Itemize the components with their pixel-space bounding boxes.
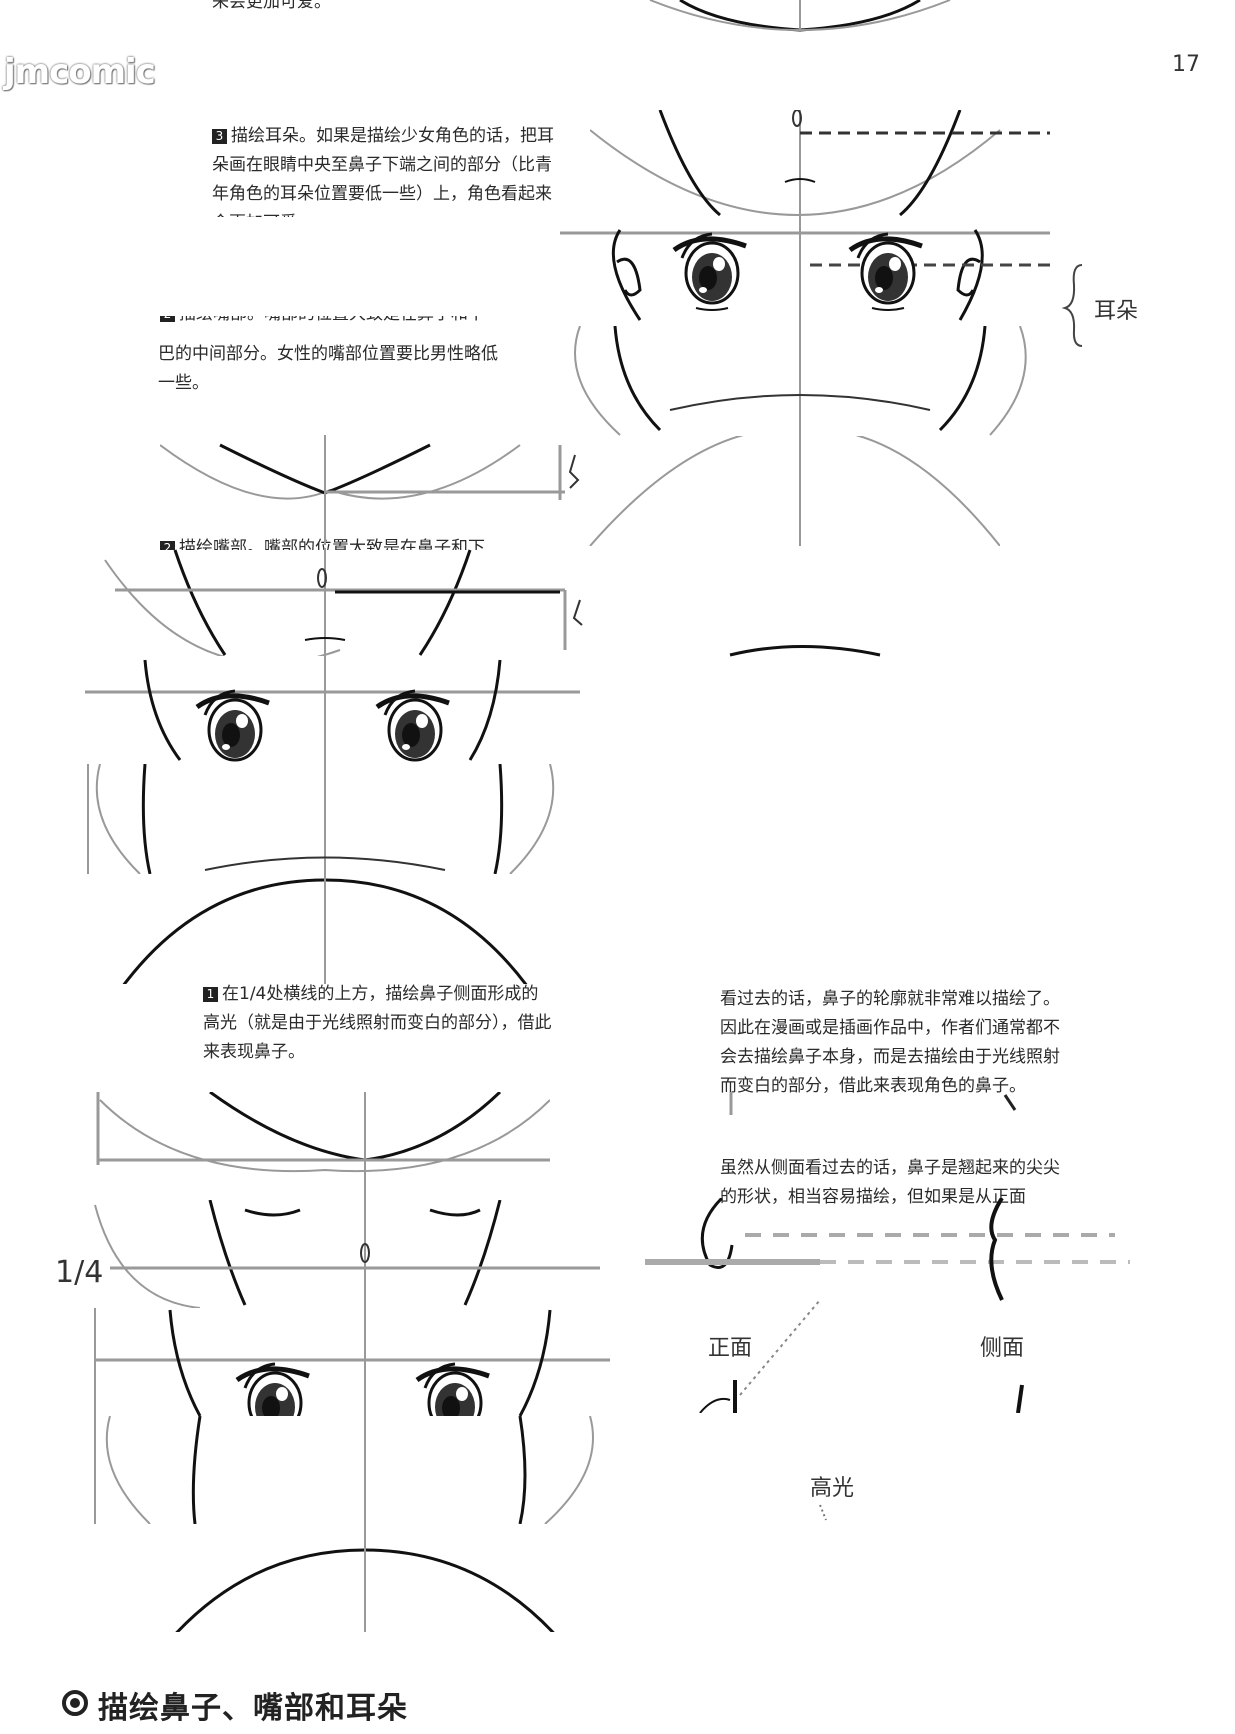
text-fragment-top: 来会更加可爱。 bbox=[212, 0, 331, 12]
bullet-circle-icon bbox=[62, 1690, 88, 1716]
face-diagram-step2 bbox=[85, 548, 583, 984]
step1-badge: 1 bbox=[203, 987, 218, 1002]
step3-badge: 3 bbox=[212, 129, 227, 144]
watermark-logo: jmcomic bbox=[4, 52, 156, 92]
quarter-label: 1/4 bbox=[55, 1255, 103, 1290]
chin-strip-top bbox=[649, 0, 951, 32]
face-diagram-step1: 1/4 bbox=[55, 1200, 610, 1632]
front-label: 正面 bbox=[708, 1336, 752, 1361]
page-number: 17 bbox=[1172, 52, 1200, 77]
mouth-sketch bbox=[729, 645, 881, 657]
side-paragraph-1: 看过去的话，鼻子的轮廓就非常难以描绘了。因此在漫画或是插画作品中，作者们通常都不… bbox=[720, 989, 1060, 1096]
ear-label: 耳朵 bbox=[1094, 299, 1138, 324]
nose-comparison-diagram: 正面 侧面 高光 bbox=[645, 1092, 1130, 1521]
highlight-label: 高光 bbox=[810, 1476, 854, 1501]
section-heading: 描绘鼻子、嘴部和耳朵 bbox=[62, 1683, 408, 1727]
chin-strip-step1 bbox=[96, 1092, 550, 1200]
side-label: 侧面 bbox=[980, 1336, 1024, 1361]
side-paragraph-2: 虽然从侧面看过去的话，鼻子是翘起来的尖尖的形状，相当容易描绘，但如果是从正面 bbox=[720, 1158, 1060, 1207]
step2-text: 巴的中间部分。女性的嘴部位置要比男性略低一些。 bbox=[158, 344, 498, 393]
chin-strip-step2 bbox=[160, 435, 580, 545]
face-diagram-step3: 耳朵 bbox=[560, 110, 1138, 546]
